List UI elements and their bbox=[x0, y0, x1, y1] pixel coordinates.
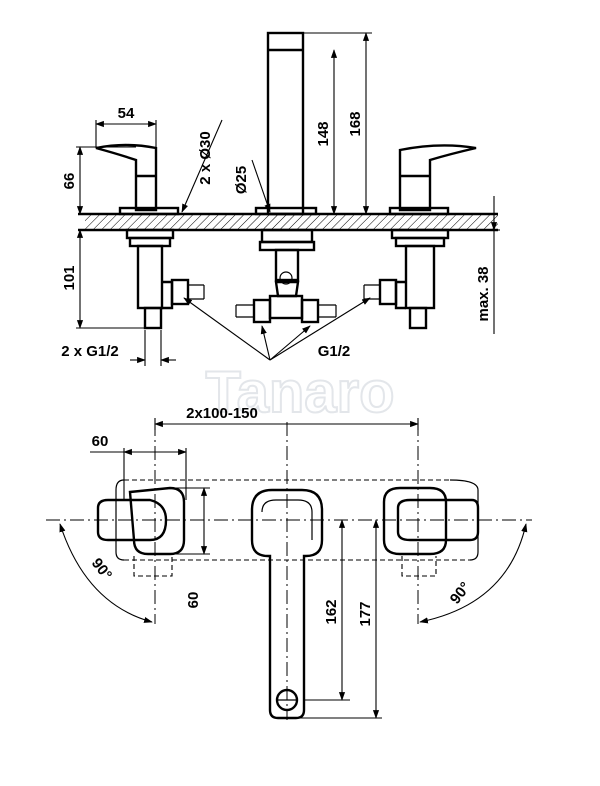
label-hole-handles: 2 x Ø30 bbox=[197, 131, 214, 184]
countertop bbox=[85, 214, 498, 230]
label-height-66: 66 bbox=[61, 173, 78, 190]
label-width-54: 54 bbox=[118, 105, 135, 122]
label-height-101: 101 bbox=[61, 265, 78, 290]
label-reach-177: 177 bbox=[357, 601, 374, 626]
top-view: 2x100-150 60 60 162 177 90° 90° bbox=[46, 405, 532, 720]
label-height-168: 168 bbox=[347, 111, 364, 136]
label-connection-spout: G1/2 bbox=[318, 343, 351, 360]
label-hole-spout: Ø25 bbox=[233, 166, 250, 194]
front-extension-lines bbox=[76, 32, 500, 366]
top-dimension-lines bbox=[59, 420, 528, 719]
left-handle-front bbox=[95, 143, 205, 330]
label-depth-60: 60 bbox=[185, 592, 202, 609]
spout-top bbox=[250, 488, 324, 720]
front-dimension-lines bbox=[76, 32, 498, 364]
label-angle-left: 90° bbox=[88, 555, 115, 583]
label-spacing: 2x100-150 bbox=[186, 405, 258, 422]
left-handle-top bbox=[96, 486, 186, 577]
spout-front bbox=[235, 31, 337, 324]
watermark: Tanaro bbox=[205, 360, 394, 425]
label-max-38: max. 38 bbox=[475, 266, 492, 321]
front-view: 54 66 101 148 168 2 x Ø30 Ø25 max. 38 2 … bbox=[61, 31, 500, 366]
label-width-60: 60 bbox=[92, 433, 109, 450]
plate-hidden-edge bbox=[124, 479, 470, 561]
label-reach-162: 162 bbox=[323, 599, 340, 624]
label-height-148: 148 bbox=[315, 121, 332, 146]
right-handle-top bbox=[382, 486, 480, 577]
right-handle-front bbox=[363, 144, 477, 330]
label-connection-handles: 2 x G1/2 bbox=[61, 343, 119, 360]
